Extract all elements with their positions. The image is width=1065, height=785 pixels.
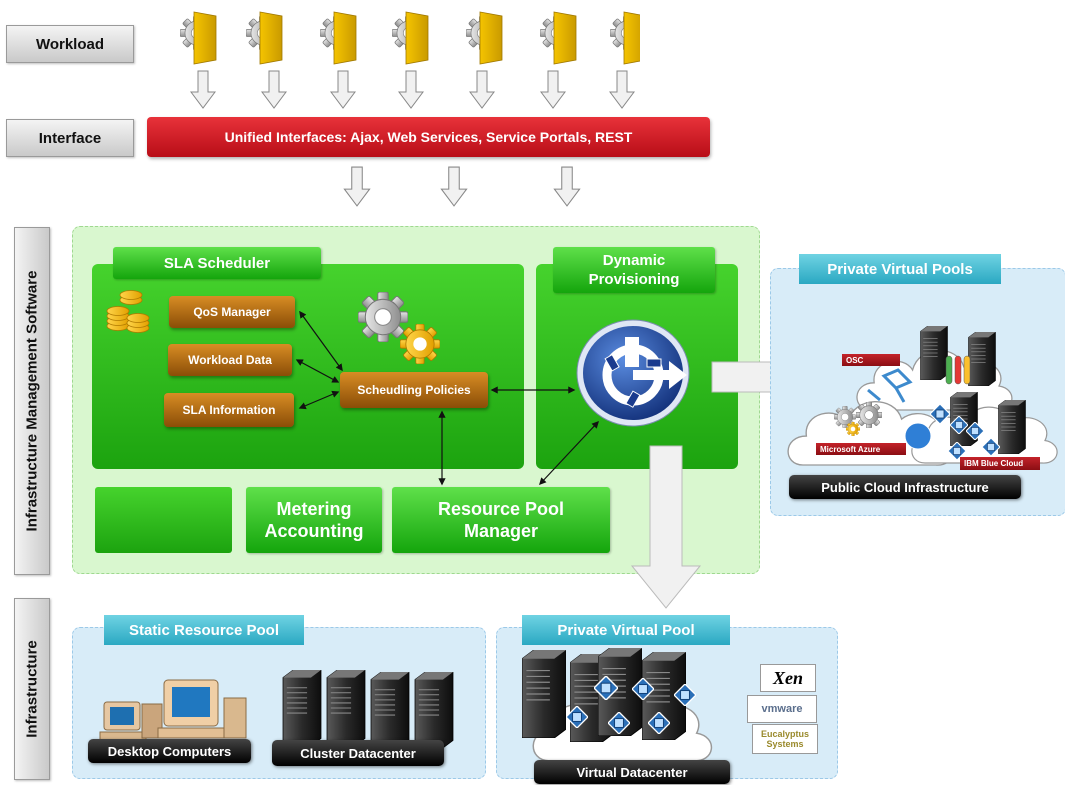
- sla-information-text: SLA Information: [182, 403, 276, 417]
- unified-interfaces-text: Unified Interfaces: Ajax, Web Services, …: [224, 129, 633, 145]
- vmware-logo: vmware: [747, 695, 817, 723]
- public-cloud-infrastructure-label: Public Cloud Infrastructure: [789, 475, 1021, 499]
- cluster-datacenter-label: Cluster Datacenter: [272, 740, 444, 766]
- sla-scheduler-title-text: SLA Scheduler: [163, 254, 271, 272]
- dynamic-provisioning-line2: Provisioning: [588, 271, 680, 288]
- private-virtual-pools-title: Private Virtual Pools: [799, 254, 1001, 284]
- sla-scheduler-panel: [92, 264, 524, 469]
- workload-item-2: [246, 11, 283, 65]
- osc-tag: OSC: [842, 354, 900, 366]
- virtual-datacenter-graphic: [522, 648, 713, 762]
- infrastructure-management-label: Infrastructure Management Software: [14, 227, 50, 575]
- static-resource-pool-title: Static Resource Pool: [104, 615, 304, 645]
- vmware-logo-text: vmware: [761, 703, 803, 715]
- interface-label: Interface: [6, 119, 134, 157]
- test-tubes-icon: [945, 355, 971, 385]
- workload-item-3: [320, 11, 357, 65]
- cluster-datacenter-text: Cluster Datacenter: [300, 745, 416, 761]
- microsoft-azure-tag: Microsoft Azure: [816, 443, 906, 455]
- xen-logo-text: Xen: [772, 667, 803, 688]
- cluster-servers-icon: [282, 670, 454, 748]
- desktop-computers-label: Desktop Computers: [88, 739, 251, 763]
- dynamic-provisioning-title: Dynamic Provisioning: [553, 247, 715, 293]
- sla-information-box: SLA Information: [164, 393, 294, 427]
- sla-scheduler-title: SLA Scheduler: [113, 247, 321, 279]
- scheduling-policies-box: Scheudling Policies: [340, 372, 488, 408]
- down-arrow-icon: [261, 70, 287, 109]
- down-arrow-icon: [343, 166, 371, 207]
- infrastructure-management-label-text: Infrastructure Management Software: [23, 270, 41, 532]
- workload-item-7: [610, 11, 640, 65]
- down-arrow-icon: [440, 166, 468, 207]
- gears-icon: [358, 292, 440, 364]
- workload-item-4: [392, 11, 429, 65]
- virtual-datacenter-label: Virtual Datacenter: [534, 760, 730, 784]
- workload-label-text: Workload: [35, 35, 105, 53]
- static-resource-pool-title-text: Static Resource Pool: [128, 621, 280, 639]
- desktop-computers-icon: [99, 679, 247, 741]
- down-arrow-icon: [609, 70, 635, 109]
- cloud-infrastructure-graphic: [787, 326, 1058, 466]
- qos-manager-box: QoS Manager: [169, 296, 295, 328]
- down-arrow-icon: [190, 70, 216, 109]
- desktop-computers-text: Desktop Computers: [107, 743, 232, 759]
- eucalyptus-logo: Eucalyptus Systems: [752, 724, 818, 754]
- workload-icons: [180, 11, 640, 109]
- down-arrow-icon: [540, 70, 566, 109]
- workload-item-5: [466, 11, 503, 65]
- metering-line2: Accounting: [264, 521, 364, 541]
- metering-accounting-box: Metering Accounting: [246, 487, 382, 553]
- qos-manager-text: QoS Manager: [193, 305, 271, 319]
- workload-label: Workload: [6, 25, 134, 63]
- resource-pool-line2: Manager: [463, 521, 539, 541]
- resource-pool-manager-box: Resource Pool Manager: [392, 487, 610, 553]
- empty-module-box: [95, 487, 232, 553]
- private-virtual-pool-title: Private Virtual Pool: [522, 615, 730, 645]
- coins-icon: [106, 290, 150, 333]
- down-arrow-icon: [469, 70, 495, 109]
- ibm-blue-cloud-tag-text: IBM Blue Cloud: [964, 459, 1024, 468]
- osc-tag-text: OSC: [846, 355, 864, 365]
- infrastructure-label: Infrastructure: [14, 598, 50, 780]
- interface-label-text: Interface: [38, 129, 102, 147]
- workload-data-box: Workload Data: [168, 344, 292, 376]
- provisioning-icon: [576, 319, 690, 427]
- private-virtual-pools-title-text: Private Virtual Pools: [827, 260, 973, 278]
- microsoft-azure-tag-text: Microsoft Azure: [820, 444, 881, 454]
- unified-interfaces-bar: Unified Interfaces: Ajax, Web Services, …: [147, 117, 710, 157]
- public-cloud-infrastructure-text: Public Cloud Infrastructure: [821, 479, 989, 495]
- down-arrow-icon: [398, 70, 424, 109]
- ibm-blue-cloud-tag: IBM Blue Cloud: [960, 457, 1040, 470]
- down-arrow-icon: [330, 70, 356, 109]
- infrastructure-label-text: Infrastructure: [23, 640, 41, 738]
- down-arrow-icon: [553, 166, 581, 207]
- eucalyptus-logo-text: Eucalyptus Systems: [760, 729, 809, 749]
- private-virtual-pool-title-text: Private Virtual Pool: [557, 621, 695, 639]
- virtual-datacenter-text: Virtual Datacenter: [576, 764, 688, 780]
- workload-data-text: Workload Data: [188, 353, 272, 367]
- interface-arrows: [343, 166, 581, 207]
- workload-item-6: [540, 11, 577, 65]
- scheduling-policies-text: Scheudling Policies: [357, 383, 471, 397]
- metering-line1: Metering: [276, 499, 352, 519]
- xen-logo: Xen: [760, 664, 816, 692]
- workload-item-1: [180, 11, 217, 65]
- dynamic-provisioning-line1: Dynamic: [602, 252, 666, 269]
- resource-pool-line1: Resource Pool: [437, 499, 565, 519]
